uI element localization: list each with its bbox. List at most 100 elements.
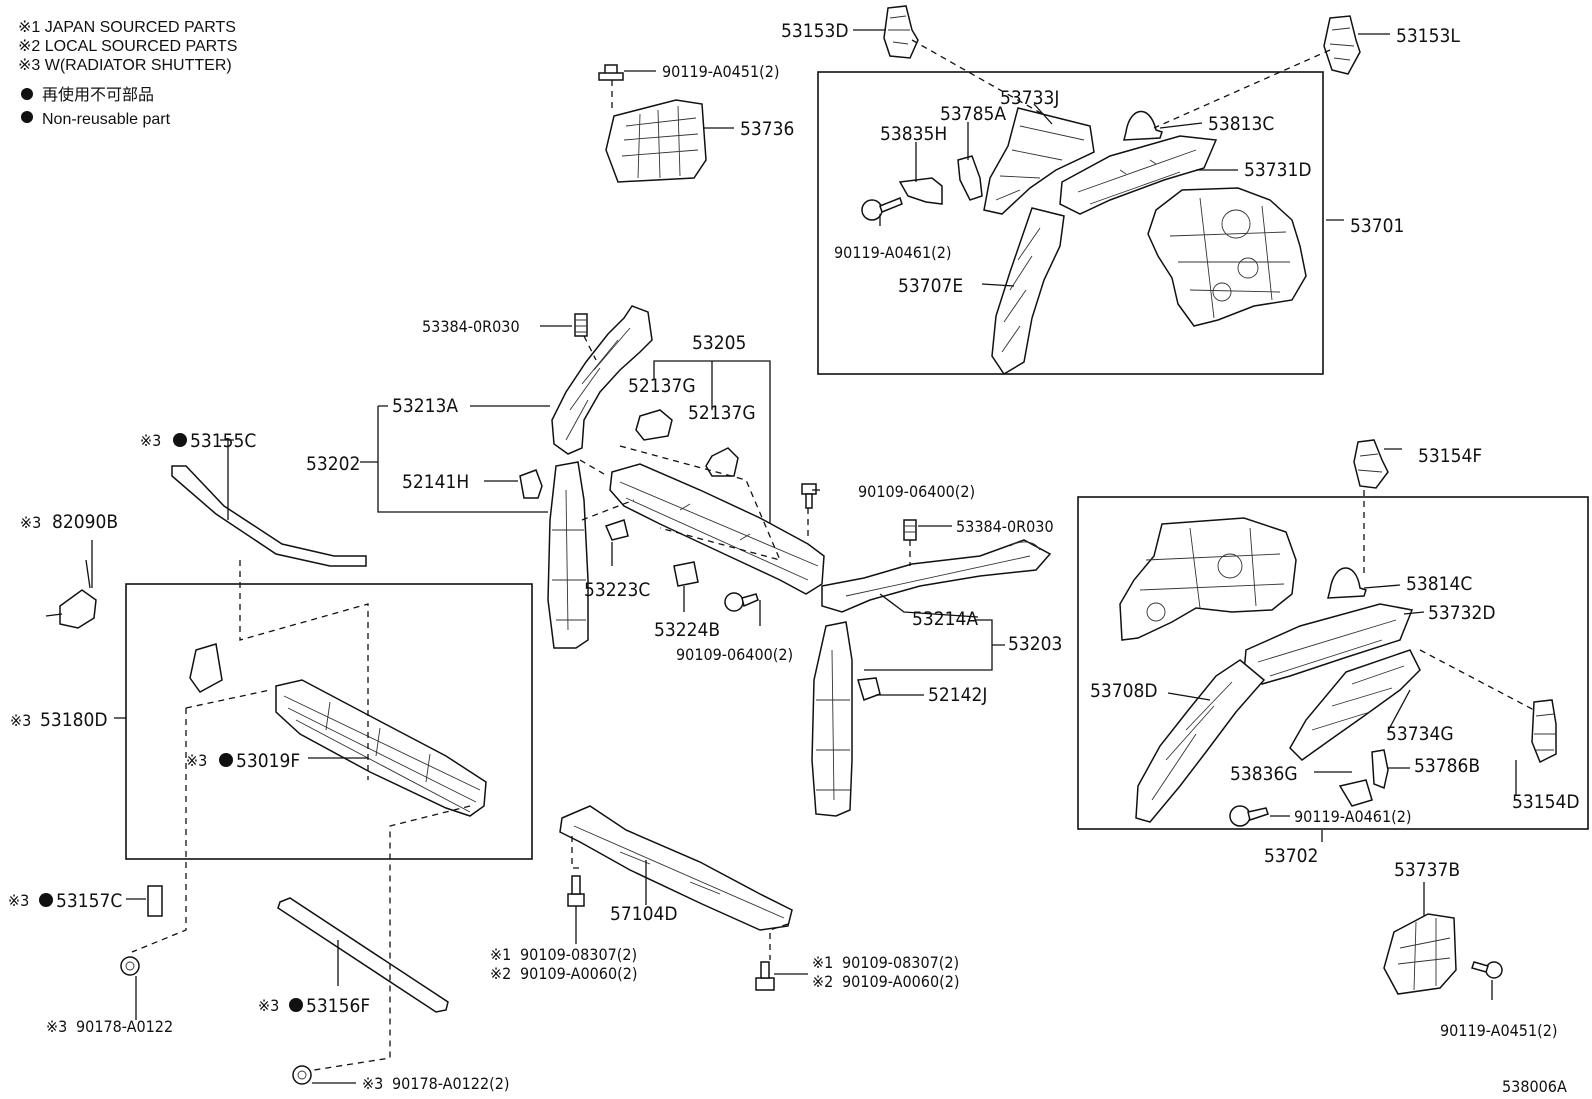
- label-53835H[interactable]: 53835H: [880, 123, 947, 145]
- label-53701[interactable]: 53701: [1350, 215, 1404, 237]
- label-90119-A0461-top[interactable]: 90119-A0461(2): [834, 243, 951, 262]
- label-53734G[interactable]: 53734G: [1386, 723, 1454, 745]
- part-52137G-icon: [705, 447, 739, 477]
- label-52137G-b[interactable]: 52137G: [688, 402, 756, 424]
- bolt-icon: [567, 875, 585, 907]
- part-53154D-icon: [1531, 699, 1557, 764]
- label-53785A[interactable]: 53785A: [940, 103, 1006, 125]
- bolt-icon: [861, 197, 903, 221]
- label-90109-08307-b[interactable]: 90109-08307(2): [842, 953, 959, 972]
- mark-w-shutter: ※3: [362, 1074, 383, 1093]
- label-53702[interactable]: 53702: [1264, 845, 1318, 867]
- label-90178-A0122-2[interactable]: 90178-A0122(2): [392, 1074, 509, 1093]
- label-53814C[interactable]: 53814C: [1406, 573, 1472, 595]
- mark-w-shutter: ※3: [140, 431, 161, 450]
- label-53155C[interactable]: 53155C: [190, 430, 256, 452]
- label-53708D[interactable]: 53708D: [1090, 680, 1158, 702]
- part-53835H-icon: [898, 177, 943, 205]
- label-90119-A0461-bot[interactable]: 90119-A0461(2): [1294, 807, 1411, 826]
- mark-w-shutter: ※3: [186, 751, 207, 770]
- label-53214A[interactable]: 53214A: [912, 608, 978, 630]
- legend-nonreusable-jp: 再使用不可部品: [42, 86, 154, 104]
- nonreusable-dot-icon: [173, 433, 187, 447]
- label-53836G[interactable]: 53836G: [1230, 763, 1298, 785]
- mark-w-shutter: ※3: [8, 891, 29, 910]
- mark-w-shutter: ※3: [10, 711, 31, 730]
- label-53205[interactable]: 53205: [692, 332, 746, 354]
- mark-local-sourced: ※2: [490, 964, 511, 983]
- part-52137G-icon: [635, 409, 673, 441]
- label-53737B[interactable]: 53737B: [1394, 859, 1460, 881]
- mark-local-sourced: ※2: [812, 972, 833, 991]
- label-53736[interactable]: 53736: [740, 118, 794, 140]
- nut-icon: [120, 956, 140, 976]
- part-53785A-icon: [957, 155, 983, 201]
- label-52137G-a[interactable]: 52137G: [628, 375, 696, 397]
- part-labels: 53153D 53153L 90119-A0451(2) 53736 53733…: [8, 20, 1580, 1096]
- group-box-53701: [817, 71, 1324, 375]
- label-52141H[interactable]: 52141H: [402, 471, 469, 493]
- label-53153D[interactable]: 53153D: [781, 20, 849, 42]
- label-90109-06400-b[interactable]: 90109-06400(2): [676, 645, 793, 664]
- label-57104D[interactable]: 57104D: [610, 903, 678, 925]
- nonreusable-dot-icon: [21, 111, 33, 123]
- part-52141H-icon: [519, 469, 543, 499]
- bolt-icon: [1471, 961, 1503, 979]
- part-53156F-icon: [277, 897, 449, 1013]
- label-53733J[interactable]: 53733J: [1000, 87, 1059, 109]
- label-53224B[interactable]: 53224B: [654, 619, 720, 641]
- label-53157C[interactable]: 53157C: [56, 890, 122, 912]
- legend-nonreusable-en: Non-reusable part: [42, 111, 171, 128]
- label-90119-A0451-bot[interactable]: 90119-A0451(2): [1440, 1021, 1557, 1040]
- part-53213A-icon: [551, 305, 653, 455]
- label-90109-A0060-a[interactable]: 90109-A0060(2): [520, 964, 637, 983]
- part-53224B-icon: [673, 561, 699, 587]
- part-53157C-block: [147, 885, 163, 917]
- label-82090B[interactable]: 82090B: [52, 511, 118, 533]
- label-53384-0R030-top[interactable]: 53384-0R030: [422, 317, 520, 336]
- label-53731D[interactable]: 53731D: [1244, 159, 1312, 181]
- label-53384-0R030-mid[interactable]: 53384-0R030: [956, 517, 1054, 536]
- group-box-53702: [1077, 496, 1589, 830]
- part-53814C-icon: [1327, 567, 1367, 599]
- label-53156F[interactable]: 53156F: [306, 995, 370, 1017]
- label-53154F[interactable]: 53154F: [1418, 445, 1482, 467]
- label-90109-A0060-b[interactable]: 90109-A0060(2): [842, 972, 959, 991]
- label-53203[interactable]: 53203: [1008, 633, 1062, 655]
- nonreusable-dot-icon: [289, 998, 303, 1012]
- label-53019F[interactable]: 53019F: [236, 750, 300, 772]
- legend-note-shutter: ※3 W(RADIATOR SHUTTER): [18, 57, 232, 74]
- part-53737B-icon: [1383, 913, 1457, 995]
- part-53733J-icon: [983, 107, 1095, 215]
- label-53153L[interactable]: 53153L: [1396, 25, 1460, 47]
- part-53157C-icon: [147, 885, 163, 917]
- label-53154D[interactable]: 53154D: [1512, 791, 1580, 813]
- label-90109-06400-a[interactable]: 90109-06400(2): [858, 482, 975, 501]
- group-box-53180D: [125, 583, 533, 860]
- mark-w-shutter: ※3: [258, 996, 279, 1015]
- label-90109-08307-a[interactable]: 90109-08307(2): [520, 945, 637, 964]
- label-52142J[interactable]: 52142J: [928, 684, 987, 706]
- bracket-53203: [864, 619, 1005, 671]
- part-53155C-icon: [171, 465, 367, 567]
- label-53786B[interactable]: 53786B: [1414, 755, 1480, 777]
- label-53180D[interactable]: 53180D: [40, 709, 108, 731]
- label-53813C[interactable]: 53813C: [1208, 113, 1274, 135]
- label-90119-A0451-top[interactable]: 90119-A0451(2): [662, 62, 779, 81]
- label-53202[interactable]: 53202: [306, 453, 360, 475]
- nonreusable-dot-icon: [39, 893, 53, 907]
- clip-53384-icon: [574, 313, 588, 337]
- mark-japan-sourced: ※1: [812, 953, 833, 972]
- bolt-icon: [801, 483, 817, 509]
- label-53707E[interactable]: 53707E: [898, 275, 963, 297]
- nonreusable-dot-icon: [219, 753, 233, 767]
- part-53214A-icon: [821, 539, 1052, 613]
- legend-note-local: ※2 LOCAL SOURCED PARTS: [18, 38, 237, 55]
- part-53736-icon: [605, 99, 707, 183]
- label-53213A[interactable]: 53213A: [392, 395, 458, 417]
- label-53732D[interactable]: 53732D: [1428, 602, 1496, 624]
- label-90178-A0122[interactable]: 90178-A0122: [76, 1017, 173, 1036]
- label-53223C[interactable]: 53223C: [584, 579, 650, 601]
